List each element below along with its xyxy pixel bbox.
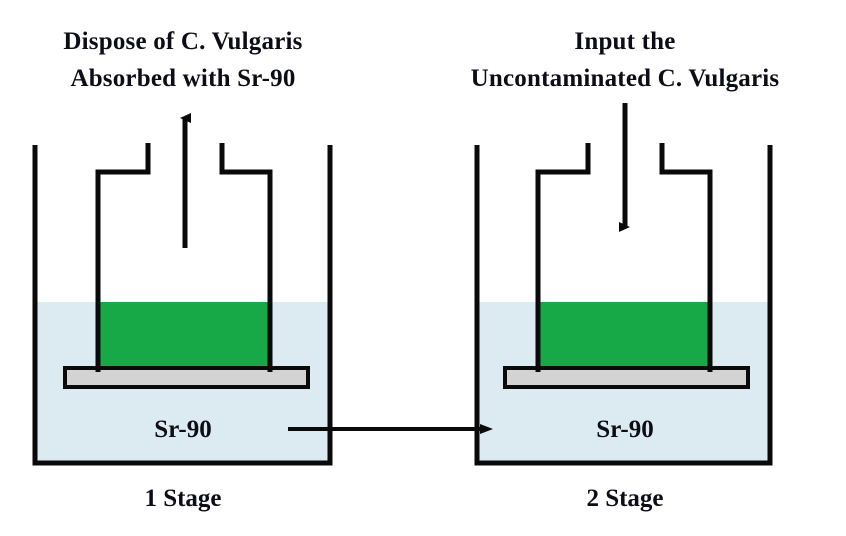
stage-2-liquid-label: Sr-90 — [596, 416, 653, 443]
stage-2-title-line-2: Uncontaminated C. Vulgaris — [471, 65, 780, 92]
stage-1-beaker-outline — [32, 145, 333, 466]
stage-1-algae-block — [98, 302, 270, 372]
stage-2-basket-right-arm — [659, 143, 713, 372]
stage-1-basket-left-arm — [95, 143, 151, 372]
stage-2-basket-left-arm — [535, 143, 591, 372]
stage-2-algae-block — [538, 302, 710, 372]
stage-1-basket-right-arm — [219, 143, 273, 372]
stage-2-title-line-1: Input the — [574, 28, 675, 55]
stage-2-support-platform — [503, 366, 750, 389]
stage-2-group: Sr-90 2 Stage Input the Uncontaminated C… — [471, 28, 780, 512]
stage-1-title-line-2: Absorbed with Sr-90 — [70, 65, 295, 92]
stage-1-caption: 1 Stage — [144, 485, 221, 512]
stage-1-title-line-1: Dispose of C. Vulgaris — [63, 28, 302, 55]
stage-2-beaker-outline — [474, 145, 773, 466]
stage-1-group: Sr-90 1 Stage Dispose of C. Vulgaris Abs… — [32, 28, 333, 512]
stage-1-support-platform — [63, 366, 310, 389]
stage-1-liquid-label: Sr-90 — [154, 416, 211, 443]
stage-2-caption: 2 Stage — [586, 485, 663, 512]
